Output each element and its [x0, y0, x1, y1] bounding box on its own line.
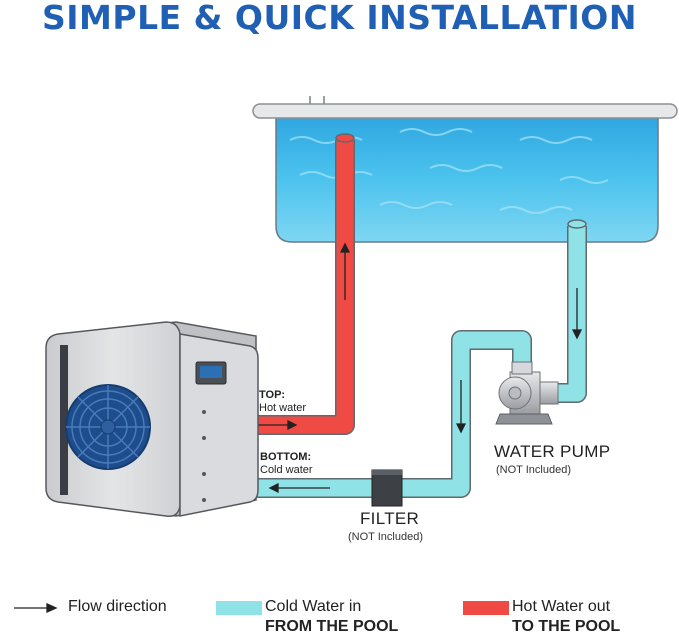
page-title: SIMPLE & QUICK INSTALLATION: [42, 0, 637, 37]
arrow-up-icon: [339, 242, 351, 300]
bottom-inlet-label: BOTTOM: Cold water: [260, 451, 313, 477]
top-heading: TOP:: [259, 389, 286, 401]
legend-hot-swatch: [463, 601, 509, 615]
fan-icon: [65, 384, 151, 470]
flow-arrows: [258, 242, 583, 494]
legend-arrow-icon: [14, 602, 58, 614]
legend-hot-line2: TO THE POOL: [512, 618, 621, 635]
legend-cold-line2: FROM THE POOL: [265, 618, 399, 635]
legend-cold-swatch: [216, 601, 262, 615]
arrow-down-icon: [571, 288, 583, 340]
filter-note: (NOT Included): [348, 531, 423, 543]
top-text: Hot water: [259, 402, 307, 414]
bottom-text: Cold water: [260, 464, 313, 476]
filter-label: FILTER: [360, 509, 420, 528]
water-pump-note: (NOT Included): [496, 464, 571, 476]
arrow-down-icon: [455, 380, 467, 434]
arrow-left-icon: [268, 482, 330, 494]
legend-flow-direction: Flow direction: [68, 598, 167, 615]
water-pump-label: WATER PUMP: [494, 442, 611, 461]
water-pump-icon: [495, 361, 559, 425]
heat-pump-unit-icon: [45, 321, 259, 518]
pool-icon: [252, 96, 678, 243]
legend-hot-line1: Hot Water out: [512, 598, 611, 615]
filter-icon: [371, 469, 403, 507]
control-display-icon: [195, 361, 227, 385]
cold-pipe-pool-to-pump: [545, 219, 587, 403]
legend-hot-water: Hot Water out TO THE POOL: [512, 597, 620, 637]
legend-cold-water: Cold Water in FROM THE POOL: [265, 597, 398, 637]
arrow-right-icon: [258, 419, 298, 431]
legend-cold-line1: Cold Water in: [265, 598, 362, 615]
bottom-heading: BOTTOM:: [260, 451, 312, 463]
top-outlet-label: TOP: Hot water: [259, 389, 306, 415]
